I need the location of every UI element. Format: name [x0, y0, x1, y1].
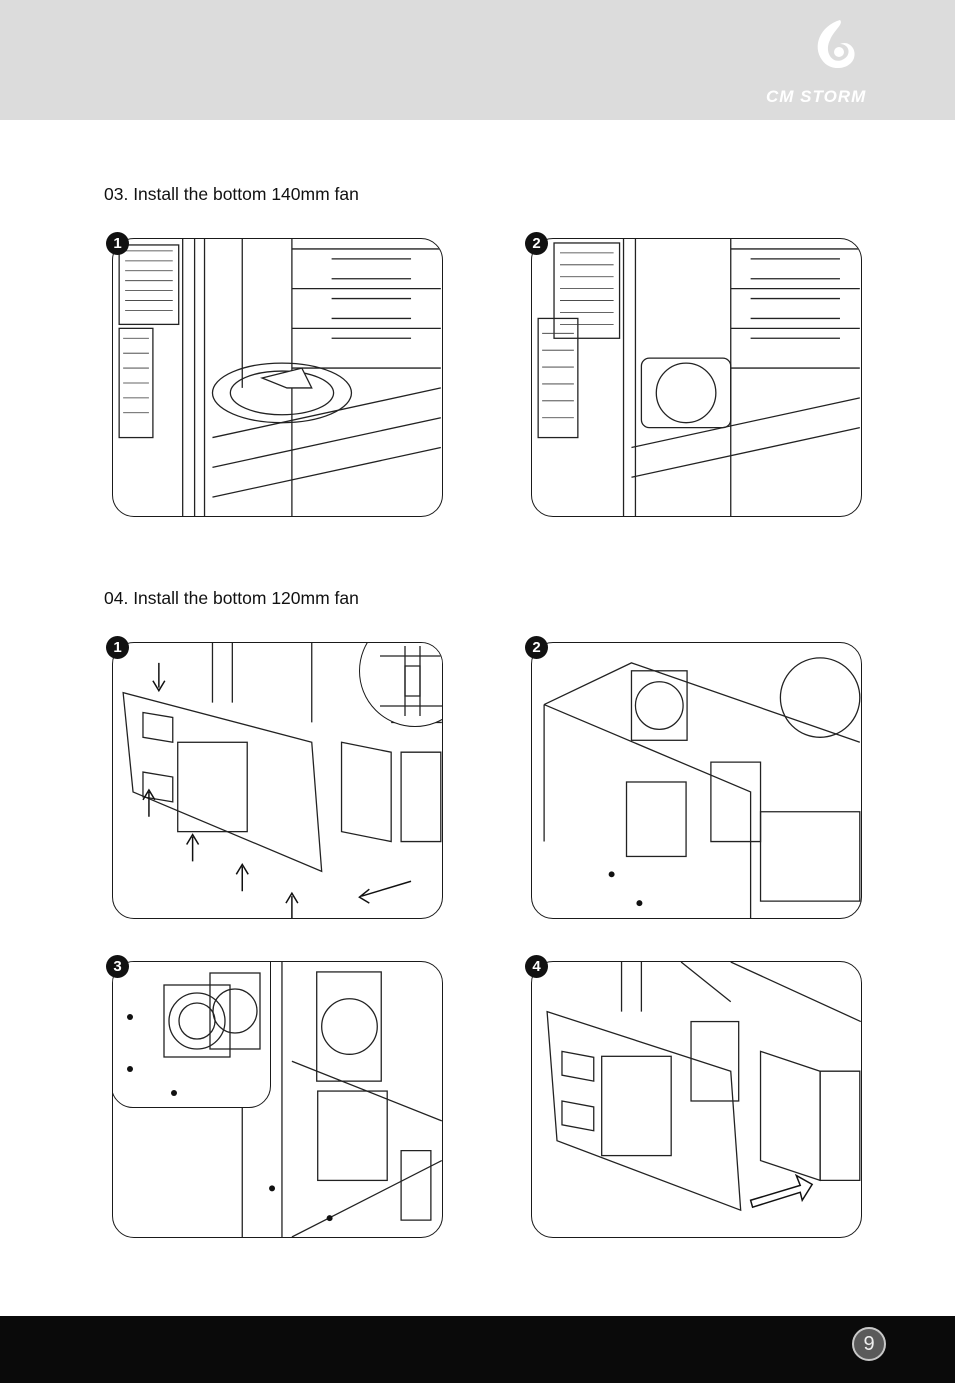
page-footer [0, 1316, 955, 1383]
step-badge: 1 [106, 636, 129, 659]
case-drawing [532, 643, 861, 918]
step-badge: 4 [525, 955, 548, 978]
section-title-04: 04. Install the bottom 120mm fan [104, 588, 359, 609]
case-drawing [113, 239, 442, 516]
case-drawing [532, 239, 861, 516]
illustration-140mm-step-2 [531, 238, 862, 517]
illustration-120mm-step-2 [531, 642, 862, 919]
section-title-03: 03. Install the bottom 140mm fan [104, 184, 359, 205]
illustration-140mm-step-1 [112, 238, 443, 517]
fan-assembly-inset [112, 961, 271, 1108]
page-number: 9 [852, 1327, 886, 1361]
step-badge: 2 [525, 636, 548, 659]
illustration-120mm-step-1 [112, 642, 443, 919]
swirl-logo-icon [818, 20, 855, 68]
page-header: CM STORM [0, 0, 955, 120]
case-drawing [532, 962, 861, 1237]
brand-text: CM STORM [766, 87, 866, 106]
step-badge: 2 [525, 232, 548, 255]
illustration-120mm-step-3 [112, 961, 443, 1238]
step-badge: 3 [106, 955, 129, 978]
cm-storm-logo: CM STORM [762, 16, 892, 108]
detail-zoom-circle [359, 642, 443, 727]
illustration-120mm-step-4 [531, 961, 862, 1238]
step-badge: 1 [106, 232, 129, 255]
